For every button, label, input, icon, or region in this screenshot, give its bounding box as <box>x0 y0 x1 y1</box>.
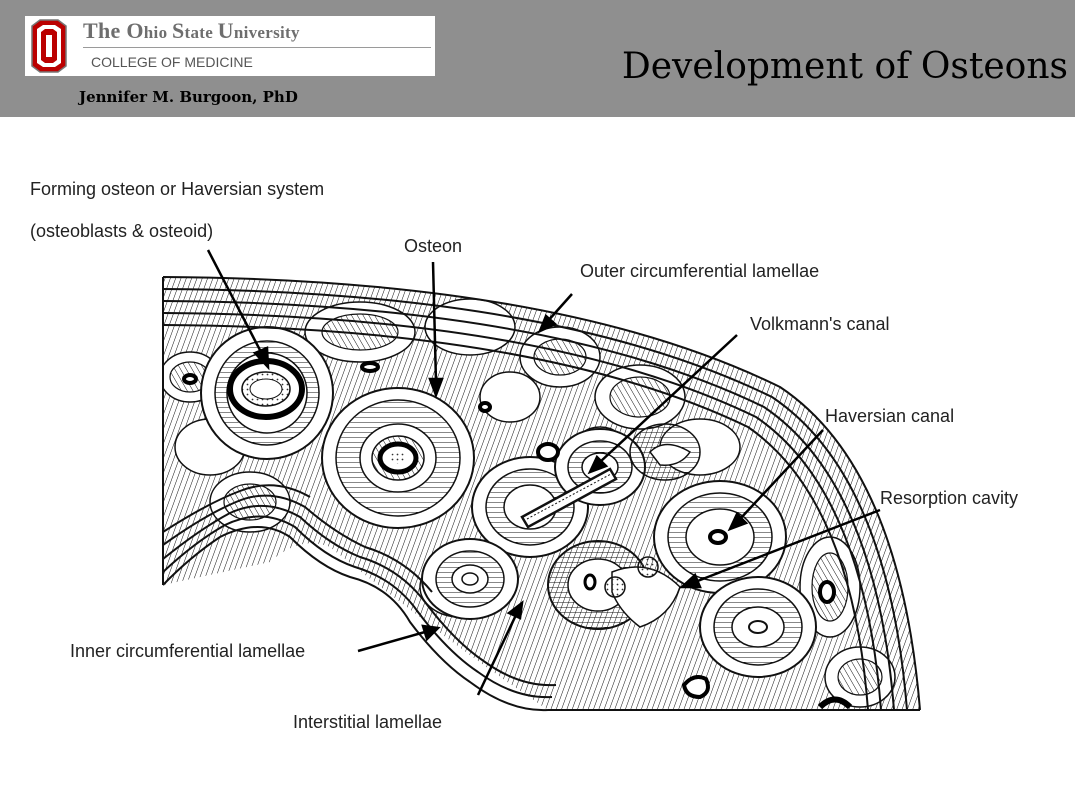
bone-cross-section-diagram: Forming osteon or Haversian system (oste… <box>30 179 1018 732</box>
label-osteon: Osteon <box>404 236 462 256</box>
label-interstitial-lamellae: Interstitial lamellae <box>293 712 442 732</box>
label-haversian-canal: Haversian canal <box>825 406 954 426</box>
lower-right-osteon <box>681 576 853 710</box>
haversian-osteon <box>653 480 787 594</box>
author-name: Jennifer M. Burgoon, PhD <box>79 88 298 106</box>
logo-divider <box>83 47 431 48</box>
osu-logo: The Ohio State University COLLEGE OF MED… <box>25 16 435 76</box>
outer-lamellae <box>162 276 921 711</box>
leader-arrows <box>206 249 881 696</box>
label-volkmann-canal: Volkmann's canal <box>750 314 890 334</box>
label-outer-lamellae: Outer circumferential lamellae <box>580 261 819 281</box>
diagram-labels: Forming osteon or Haversian system (oste… <box>30 179 1018 732</box>
forming-osteon <box>200 326 334 460</box>
small-canals <box>182 361 560 462</box>
label-inner-lamellae: Inner circumferential lamellae <box>70 641 305 661</box>
block-o-icon <box>31 19 67 73</box>
lower-osteons <box>421 423 701 630</box>
mature-osteon <box>321 387 475 529</box>
slide-title: Development of Osteons <box>621 46 1068 87</box>
label-forming-osteon-1: Forming osteon or Haversian system <box>30 179 324 199</box>
header-bar: The Ohio State University COLLEGE OF MED… <box>0 0 1075 117</box>
label-resorption-cavity: Resorption cavity <box>880 488 1018 508</box>
university-name: The Ohio State University <box>83 18 300 43</box>
college-name: COLLEGE OF MEDICINE <box>91 54 253 70</box>
inner-lamellae <box>162 484 557 712</box>
label-forming-osteon-2: (osteoblasts & osteoid) <box>30 221 213 241</box>
